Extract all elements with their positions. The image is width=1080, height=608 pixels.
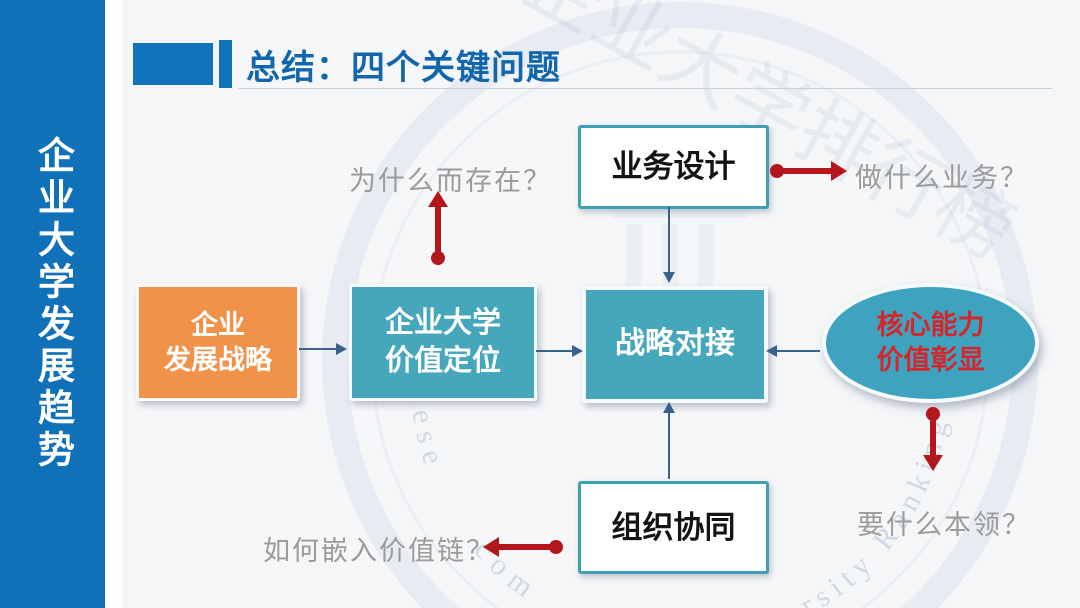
box-strategy-alignment: 战略对接 <box>582 286 768 403</box>
box-enterprise-strategy: 企业 发展战略 <box>136 284 300 401</box>
red-arrow-dot-icon <box>770 164 784 178</box>
arrow-head-right-icon <box>572 345 583 357</box>
arrow-head-up-icon <box>663 402 675 413</box>
title-accent-block <box>133 43 213 85</box>
arrow-head-left-icon <box>766 345 777 357</box>
box-value-positioning: 企业大学 价值定位 <box>349 284 537 401</box>
ellipse-core-capability: 核心能力 价值彰显 <box>822 283 1039 403</box>
red-arrow-head-up-icon <box>428 191 448 207</box>
box-enterprise-strategy-line1: 企业 <box>191 309 245 340</box>
box-value-positioning-line2: 价值定位 <box>384 344 501 377</box>
ellipse-core-capability-line2: 价值彰显 <box>876 345 985 375</box>
arrow-shaft <box>777 350 820 352</box>
sidebar-divider <box>105 0 122 608</box>
red-arrow-dot-icon <box>431 251 445 265</box>
arrow-shaft <box>668 413 670 479</box>
box-organization-synergy: 组织协同 <box>578 481 769 574</box>
question-what-capability: 要什么本领？ <box>857 510 1031 540</box>
red-arrow-dot-icon <box>926 407 940 421</box>
red-arrow-head-left-icon <box>483 537 499 557</box>
title-accent-bar <box>219 40 232 88</box>
red-arrow-shaft <box>435 205 441 257</box>
red-arrow-shaft <box>498 544 552 550</box>
box-business-design: 业务设计 <box>578 125 769 209</box>
box-enterprise-strategy-line2: 发展战略 <box>164 344 272 375</box>
red-arrow-shaft <box>779 168 833 174</box>
arrow-head-down-icon <box>663 272 675 283</box>
box-business-design-label: 业务设计 <box>611 149 736 185</box>
question-what-business: 做什么业务？ <box>855 163 1029 193</box>
ellipse-core-capability-line1: 核心能力 <box>876 310 985 341</box>
sidebar-vertical-title: 企业大学发展趋势 <box>32 136 74 472</box>
box-value-positioning-line1: 企业大学 <box>384 307 501 340</box>
arrow-shaft <box>299 348 336 350</box>
arrow-head-right-icon <box>336 343 347 355</box>
box-strategy-alignment-label: 战略对接 <box>615 327 735 361</box>
question-why-exist: 为什么而存在？ <box>349 166 552 196</box>
title-underline <box>238 88 1052 89</box>
red-arrow-head-right-icon <box>831 161 847 181</box>
red-arrow-head-down-icon <box>923 455 943 471</box>
slide-title: 总结：四个关键问题 <box>246 50 561 87</box>
arrow-shaft <box>668 207 670 273</box>
sidebar-banner: 企业大学发展趋势 <box>0 0 105 608</box>
red-arrow-shaft <box>930 415 936 457</box>
question-how-embed: 如何嵌入价值链？ <box>263 536 495 566</box>
box-organization-synergy-label: 组织协同 <box>611 509 736 545</box>
arrow-shaft <box>536 350 572 352</box>
red-arrow-dot-icon <box>549 540 563 554</box>
